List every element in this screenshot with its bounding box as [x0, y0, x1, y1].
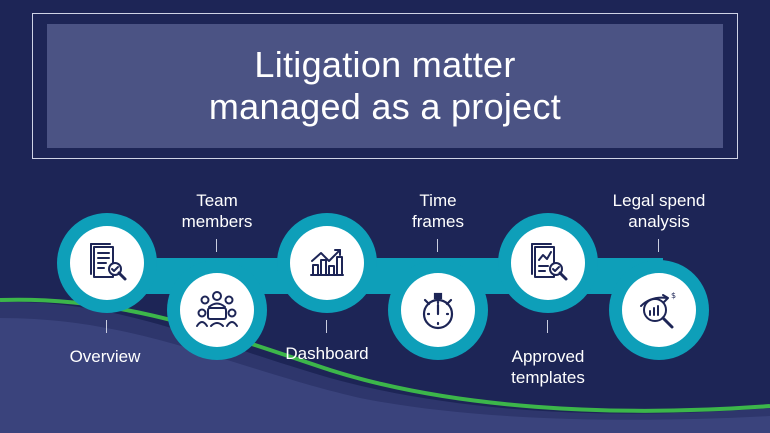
step-label-approved-templates: Approved templates: [478, 346, 618, 388]
document-chart-check-icon: [531, 243, 568, 281]
step-label-team-members-line-1: Team: [196, 191, 238, 210]
label-tick-team-members: [216, 239, 217, 252]
page-title: Litigation matter managed as a project: [209, 44, 561, 128]
step-label-team-members: Team members: [157, 190, 277, 232]
label-tick-time-frames: [437, 239, 438, 252]
step-label-approved-templates-line-2: templates: [511, 368, 585, 387]
step-label-legal-spend-line-2: analysis: [628, 212, 690, 231]
document-search-icon: [90, 243, 127, 281]
step-label-time-frames-line-2: frames: [412, 212, 464, 231]
step-label-legal-spend: Legal spend analysis: [589, 190, 729, 232]
label-tick-approved-templates: [547, 320, 548, 333]
label-tick-legal-spend: [658, 239, 659, 252]
stopwatch-icon: [422, 292, 454, 330]
title-frame: [32, 13, 738, 159]
title-line-1: Litigation matter: [254, 44, 516, 85]
svg-text:$: $: [671, 291, 676, 300]
spend-analysis-magnifier-icon: $: [640, 291, 676, 329]
label-tick-dashboard: [326, 320, 327, 333]
step-label-team-members-line-2: members: [181, 212, 253, 231]
team-meeting-icon: [196, 291, 238, 327]
title-box: Litigation matter managed as a project: [47, 24, 723, 148]
step-label-dashboard-line-1: Dashboard: [285, 344, 369, 363]
step-label-time-frames: Time frames: [378, 190, 498, 232]
step-label-overview: Overview: [45, 346, 165, 367]
step-label-legal-spend-line-1: Legal spend: [612, 191, 706, 210]
title-line-2: managed as a project: [208, 86, 562, 127]
step-label-overview-line-1: Overview: [69, 347, 141, 366]
step-label-time-frames-line-1: Time: [419, 191, 457, 210]
step-label-dashboard: Dashboard: [266, 343, 388, 364]
label-tick-overview: [106, 320, 107, 333]
step-label-approved-templates-line-1: Approved: [511, 347, 585, 366]
bar-chart-trend-icon: [310, 249, 344, 276]
